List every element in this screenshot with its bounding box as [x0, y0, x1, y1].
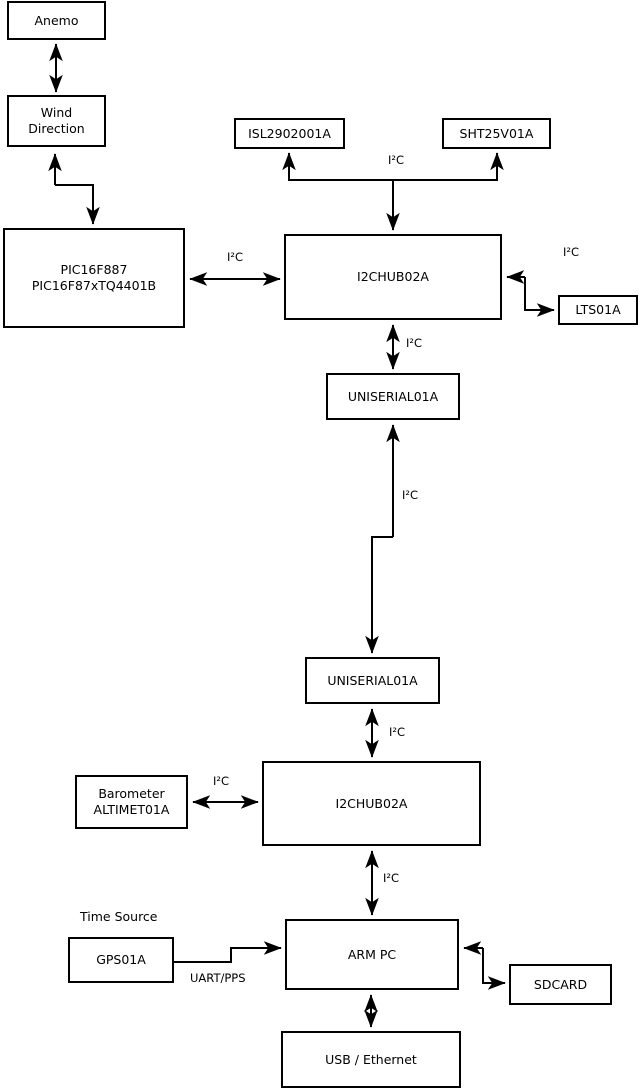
node-i2chub02a-bottom[interactable]: I2CHUB02A	[262, 761, 481, 846]
node-wind-direction[interactable]: Wind Direction	[7, 95, 106, 147]
node-uniserial01a-lower[interactable]: UNISERIAL01A	[305, 657, 440, 704]
connector-armpc-sdcard	[463, 941, 506, 990]
connector-uniserial-link	[365, 424, 400, 654]
edge-label-i2c-pic-hub: I²C	[227, 250, 244, 264]
node-arm-pc[interactable]: ARM PC	[285, 919, 459, 990]
node-i2chub02a-top[interactable]: I2CHUB02A	[284, 234, 502, 320]
connector-gps-armpc	[174, 941, 282, 963]
node-sdcard[interactable]: SDCARD	[509, 964, 612, 1005]
node-usb-ethernet[interactable]: USB / Ethernet	[281, 1031, 461, 1088]
node-pic-microcontroller[interactable]: PIC16F887 PIC16F87xTQ4401B	[3, 228, 185, 328]
edge-label-i2c-hub-armpc: I²C	[383, 871, 400, 885]
connector-hubtop-sensors-bus	[282, 152, 504, 231]
node-lts01a[interactable]: LTS01A	[558, 295, 638, 325]
connector-hubtop-lts	[506, 270, 555, 317]
edge-label-uart-pps: UART/PPS	[190, 971, 246, 985]
connector-pic-wind	[48, 153, 100, 225]
node-isl2902001a[interactable]: ISL2902001A	[234, 118, 345, 149]
edge-label-i2c-uniserial-hub: I²C	[389, 725, 406, 739]
node-gps01a[interactable]: GPS01A	[68, 937, 174, 983]
label-time-source: Time Source	[80, 909, 158, 924]
edge-label-i2c-hub-uniserial: I²C	[406, 336, 423, 350]
edge-label-i2c-hub-lts: I²C	[563, 245, 580, 259]
node-barometer-altimet01a[interactable]: Barometer ALTIMET01A	[75, 775, 188, 829]
node-uniserial01a-upper[interactable]: UNISERIAL01A	[326, 373, 460, 420]
node-sht25v01a[interactable]: SHT25V01A	[442, 118, 551, 149]
edge-label-i2c-sensor-bus: I²C	[388, 153, 405, 167]
edge-label-i2c-uniserial-link: I²C	[402, 488, 419, 502]
node-anemo[interactable]: Anemo	[7, 1, 106, 40]
edge-label-i2c-barometer-hub: I²C	[213, 774, 230, 788]
